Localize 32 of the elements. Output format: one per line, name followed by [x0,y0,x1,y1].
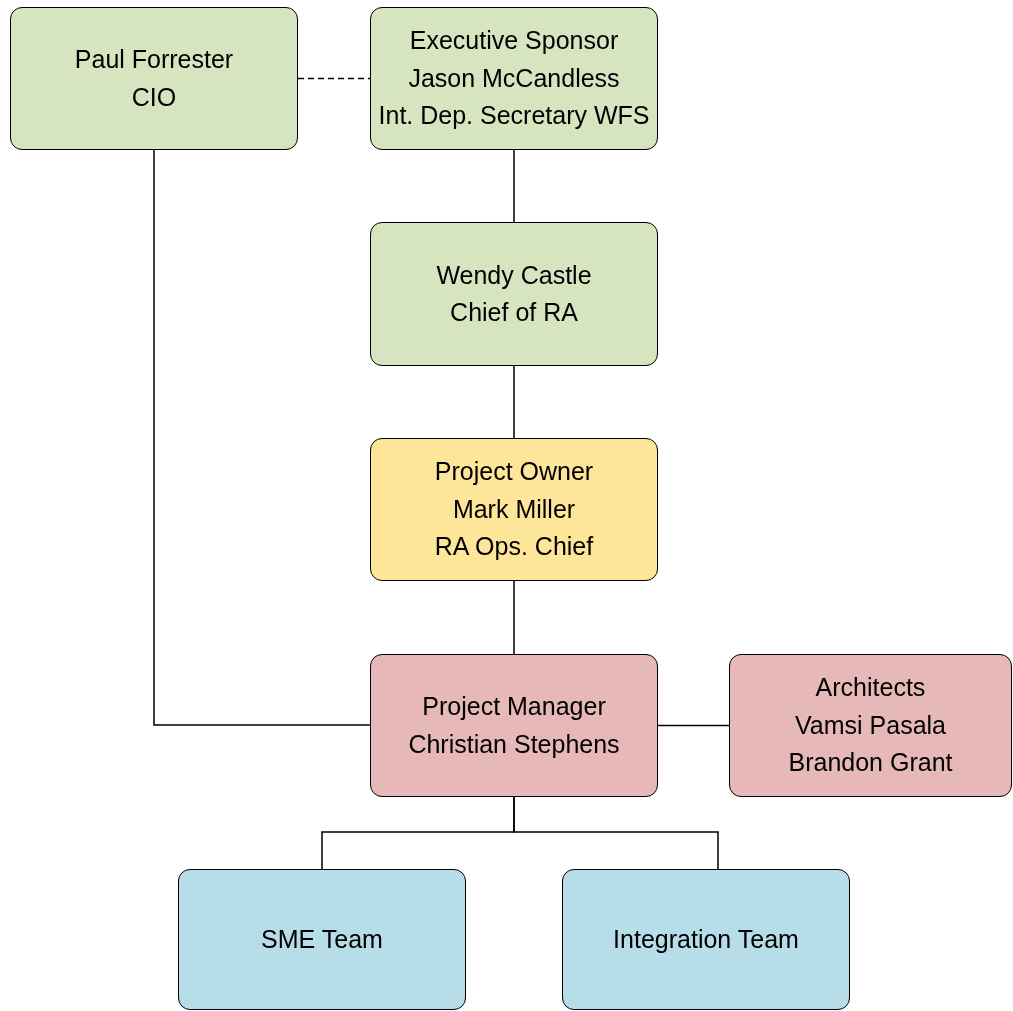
box-text: Brandon Grant [788,747,953,779]
box-text: Architects [815,672,926,704]
connector-line [513,365,515,439]
org-box [10,7,298,150]
box-text: Mark Miller [452,493,576,525]
org-box [370,654,658,797]
box-text: Christian Stephens [408,728,620,760]
box-text: Paul Forrester [74,44,234,75]
connector-line [513,149,515,223]
connector-line [513,580,515,655]
box-text: Project Manager [422,691,606,722]
connector-line [657,724,730,727]
box-text: Wendy Castle [436,259,592,291]
box-text: Int. Dep. Secretary WFS [378,100,650,132]
box-text: Integration Team [613,923,799,955]
box-text: Project Owner [434,456,594,488]
org-box [178,869,466,1010]
box-text: Vamsi Pasala [795,709,946,741]
box-text: RA Ops. Chief [434,531,594,563]
box-text: Executive Sponsor [409,25,619,57]
box-text: Chief of RA [450,297,578,328]
connector-line [153,149,371,726]
org-box [370,7,658,150]
org-box [370,438,658,581]
org-box [370,222,658,366]
box-text: SME Team [261,923,383,955]
box-text: Jason McCandless [408,62,620,94]
org-box [562,869,850,1010]
dashed-connector [297,77,371,80]
box-text: CIO [131,81,177,113]
org-box [729,654,1012,797]
connector-line [513,796,719,870]
